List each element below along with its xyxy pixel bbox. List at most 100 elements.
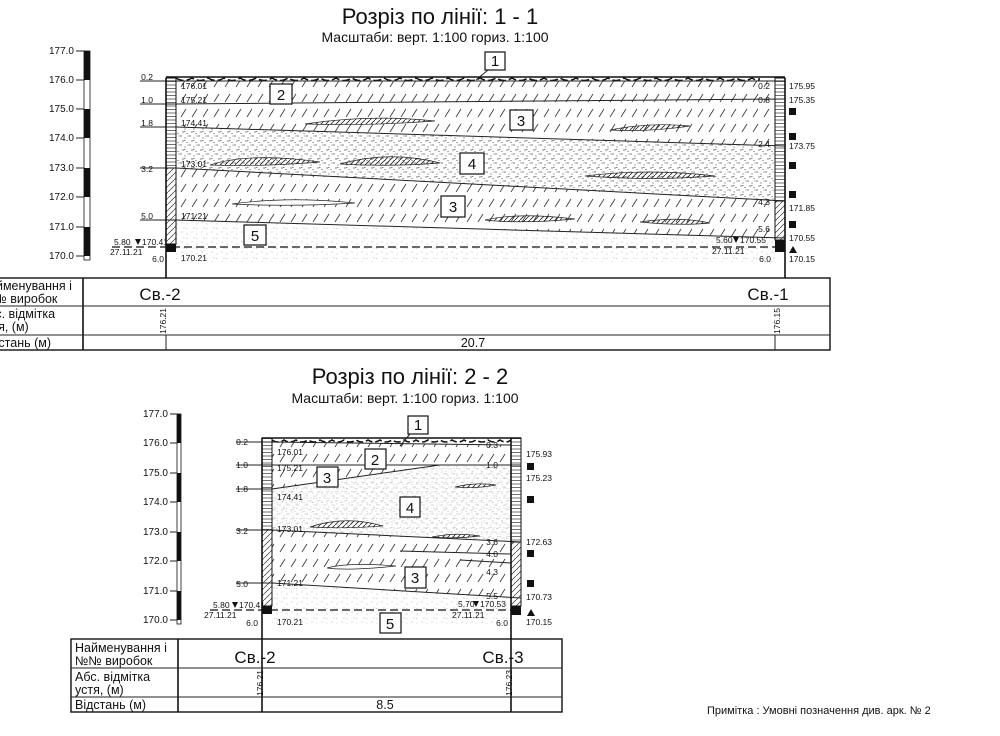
lens xyxy=(609,124,691,131)
row-label-elevation: устя, (м) xyxy=(75,683,124,697)
bottom-depth: 6.0 xyxy=(152,254,164,264)
elevation-label: 172.63 xyxy=(526,537,552,547)
well-name: Св.-2 xyxy=(139,285,180,304)
well-left-column xyxy=(261,437,273,712)
elevation-label: 173.01 xyxy=(181,159,207,169)
row-label-distance: Відстань (м) xyxy=(0,336,51,350)
scale-tick: 173.0 xyxy=(143,527,168,538)
section-2: Розріз по лінії: 2 - 2 Масштаби: верт. 1… xyxy=(70,364,563,713)
depth-label: 3.2 xyxy=(141,164,153,174)
water-date: 27.11.21 xyxy=(712,246,745,256)
elevation-scale-bar: 177.0 176.0 175.0 174.0 173.0 172.0 171.… xyxy=(143,409,182,626)
lens xyxy=(339,156,441,166)
down-triangle-icon xyxy=(232,602,238,608)
well-elevation: 176.23 xyxy=(504,670,514,696)
depth-label: 0.2 xyxy=(758,81,770,91)
layer-label: 1 xyxy=(491,53,499,70)
scale-tick: 176.0 xyxy=(143,438,168,449)
row-label-names: Найменування і xyxy=(0,279,72,293)
section-1-table: Найменування і №№ виробок Абс. відмітка … xyxy=(0,277,831,351)
depth-label: 0.8 xyxy=(758,95,770,105)
section-1: Розріз по лінії: 1 - 1 Масштаби: верт. 1… xyxy=(0,4,831,351)
layer-3-lower-fill xyxy=(272,530,511,598)
scale-tick: 177.0 xyxy=(143,409,168,420)
right-well-annotations: 0.3 1.0 3.6 4.0 4.3 5.5 175.93 175.23 17… xyxy=(452,440,552,628)
lens xyxy=(326,564,397,570)
elevation-label: 175.21 xyxy=(181,95,207,105)
depth-label: 4.0 xyxy=(486,549,498,559)
lens xyxy=(484,215,576,223)
down-triangle-icon xyxy=(135,239,141,245)
layer-3-upper-fill xyxy=(176,99,775,146)
black-square-icon xyxy=(527,580,534,587)
scale-tick: 177.0 xyxy=(49,46,74,57)
black-square-icon xyxy=(789,221,796,228)
well-elevation: 176.21 xyxy=(255,670,265,696)
elevation-scale-bar: 177.0 176.0 175.0 174.0 173.0 172.0 171.… xyxy=(49,46,91,262)
elevation-label: 171.85 xyxy=(789,203,815,213)
bottom-elevation: 170.15 xyxy=(526,617,552,627)
depth-label: 1.8 xyxy=(141,118,153,128)
layer-label: 4 xyxy=(406,500,414,517)
right-well-annotations: 0.2 0.8 2.4 4.3 5.6 175.95 175.35 173.75… xyxy=(712,81,815,264)
layer-label: 2 xyxy=(277,87,285,104)
scale-tick: 174.0 xyxy=(49,133,74,144)
lens xyxy=(309,520,384,529)
elevation-label: 174.41 xyxy=(277,492,303,502)
bottom-elevation: 170.21 xyxy=(277,617,303,627)
black-square-icon xyxy=(789,108,796,115)
layer-label: 3 xyxy=(449,199,457,216)
elevation-label: 175.23 xyxy=(526,473,552,483)
depth-label: 0.3 xyxy=(486,440,498,450)
scale-tick: 174.0 xyxy=(143,497,168,508)
water-depth: 5.60 xyxy=(716,235,733,245)
well-name: Св.-3 xyxy=(482,648,523,667)
lens xyxy=(304,117,436,125)
layer-label: 5 xyxy=(386,616,394,633)
elevation-label: 176.01 xyxy=(277,447,303,457)
depth-label: 3.6 xyxy=(486,537,498,547)
well-elevation: 176.15 xyxy=(772,308,782,334)
black-square-icon xyxy=(527,496,534,503)
black-triangle-icon xyxy=(789,246,797,253)
row-label-names: №№ виробок xyxy=(75,654,153,668)
lens xyxy=(209,157,321,166)
water-elevation: 170.55 xyxy=(740,235,766,245)
scale-tick: 176.0 xyxy=(49,75,74,86)
layer-labels: 1 2 3 4 3 5 xyxy=(243,51,534,246)
depth-label: 1.8 xyxy=(236,484,248,494)
elevation-label: 171.21 xyxy=(181,211,207,221)
black-square-icon xyxy=(789,133,796,140)
elevation-label: 173.75 xyxy=(789,141,815,151)
lens xyxy=(231,199,356,206)
depth-label: 5.0 xyxy=(236,579,248,589)
well-elevation: 176.21 xyxy=(158,308,168,334)
elevation-label: 176.01 xyxy=(181,81,207,91)
section-1-scales: Масштаби: верт. 1:100 гориз. 1:100 xyxy=(321,29,548,45)
bottom-depth: 6.0 xyxy=(246,618,258,628)
bottom-elevation: 170.15 xyxy=(789,254,815,264)
lens xyxy=(431,533,481,539)
water-elevation: 170.41 xyxy=(239,600,265,610)
elevation-label: 174.41 xyxy=(181,118,207,128)
depth-label: 0.2 xyxy=(236,437,248,447)
section-2-title: Розріз по лінії: 2 - 2 xyxy=(312,364,509,389)
row-label-elevation: Абс. відмітка xyxy=(0,307,55,321)
well-name: Св.-1 xyxy=(747,285,788,304)
layer-3-lower-fill xyxy=(176,168,775,238)
water-depth: 5.80 xyxy=(213,600,230,610)
row-label-elevation: устя, (м) xyxy=(0,320,29,334)
layer-label: 5 xyxy=(251,228,259,245)
row-label-distance: Відстань (м) xyxy=(75,698,146,712)
layer-label: 1 xyxy=(414,417,422,434)
elevation-label: 175.21 xyxy=(277,463,303,473)
elevation-label: 175.95 xyxy=(789,81,815,91)
depth-label: 1.0 xyxy=(486,460,498,470)
scale-tick: 175.0 xyxy=(143,468,168,479)
depth-label: 4.3 xyxy=(486,567,498,577)
down-triangle-icon xyxy=(733,237,739,243)
scale-tick: 170.0 xyxy=(143,615,168,626)
lens xyxy=(454,483,497,489)
elevation-label: 171.21 xyxy=(277,578,303,588)
depth-label: 3.2 xyxy=(236,526,248,536)
